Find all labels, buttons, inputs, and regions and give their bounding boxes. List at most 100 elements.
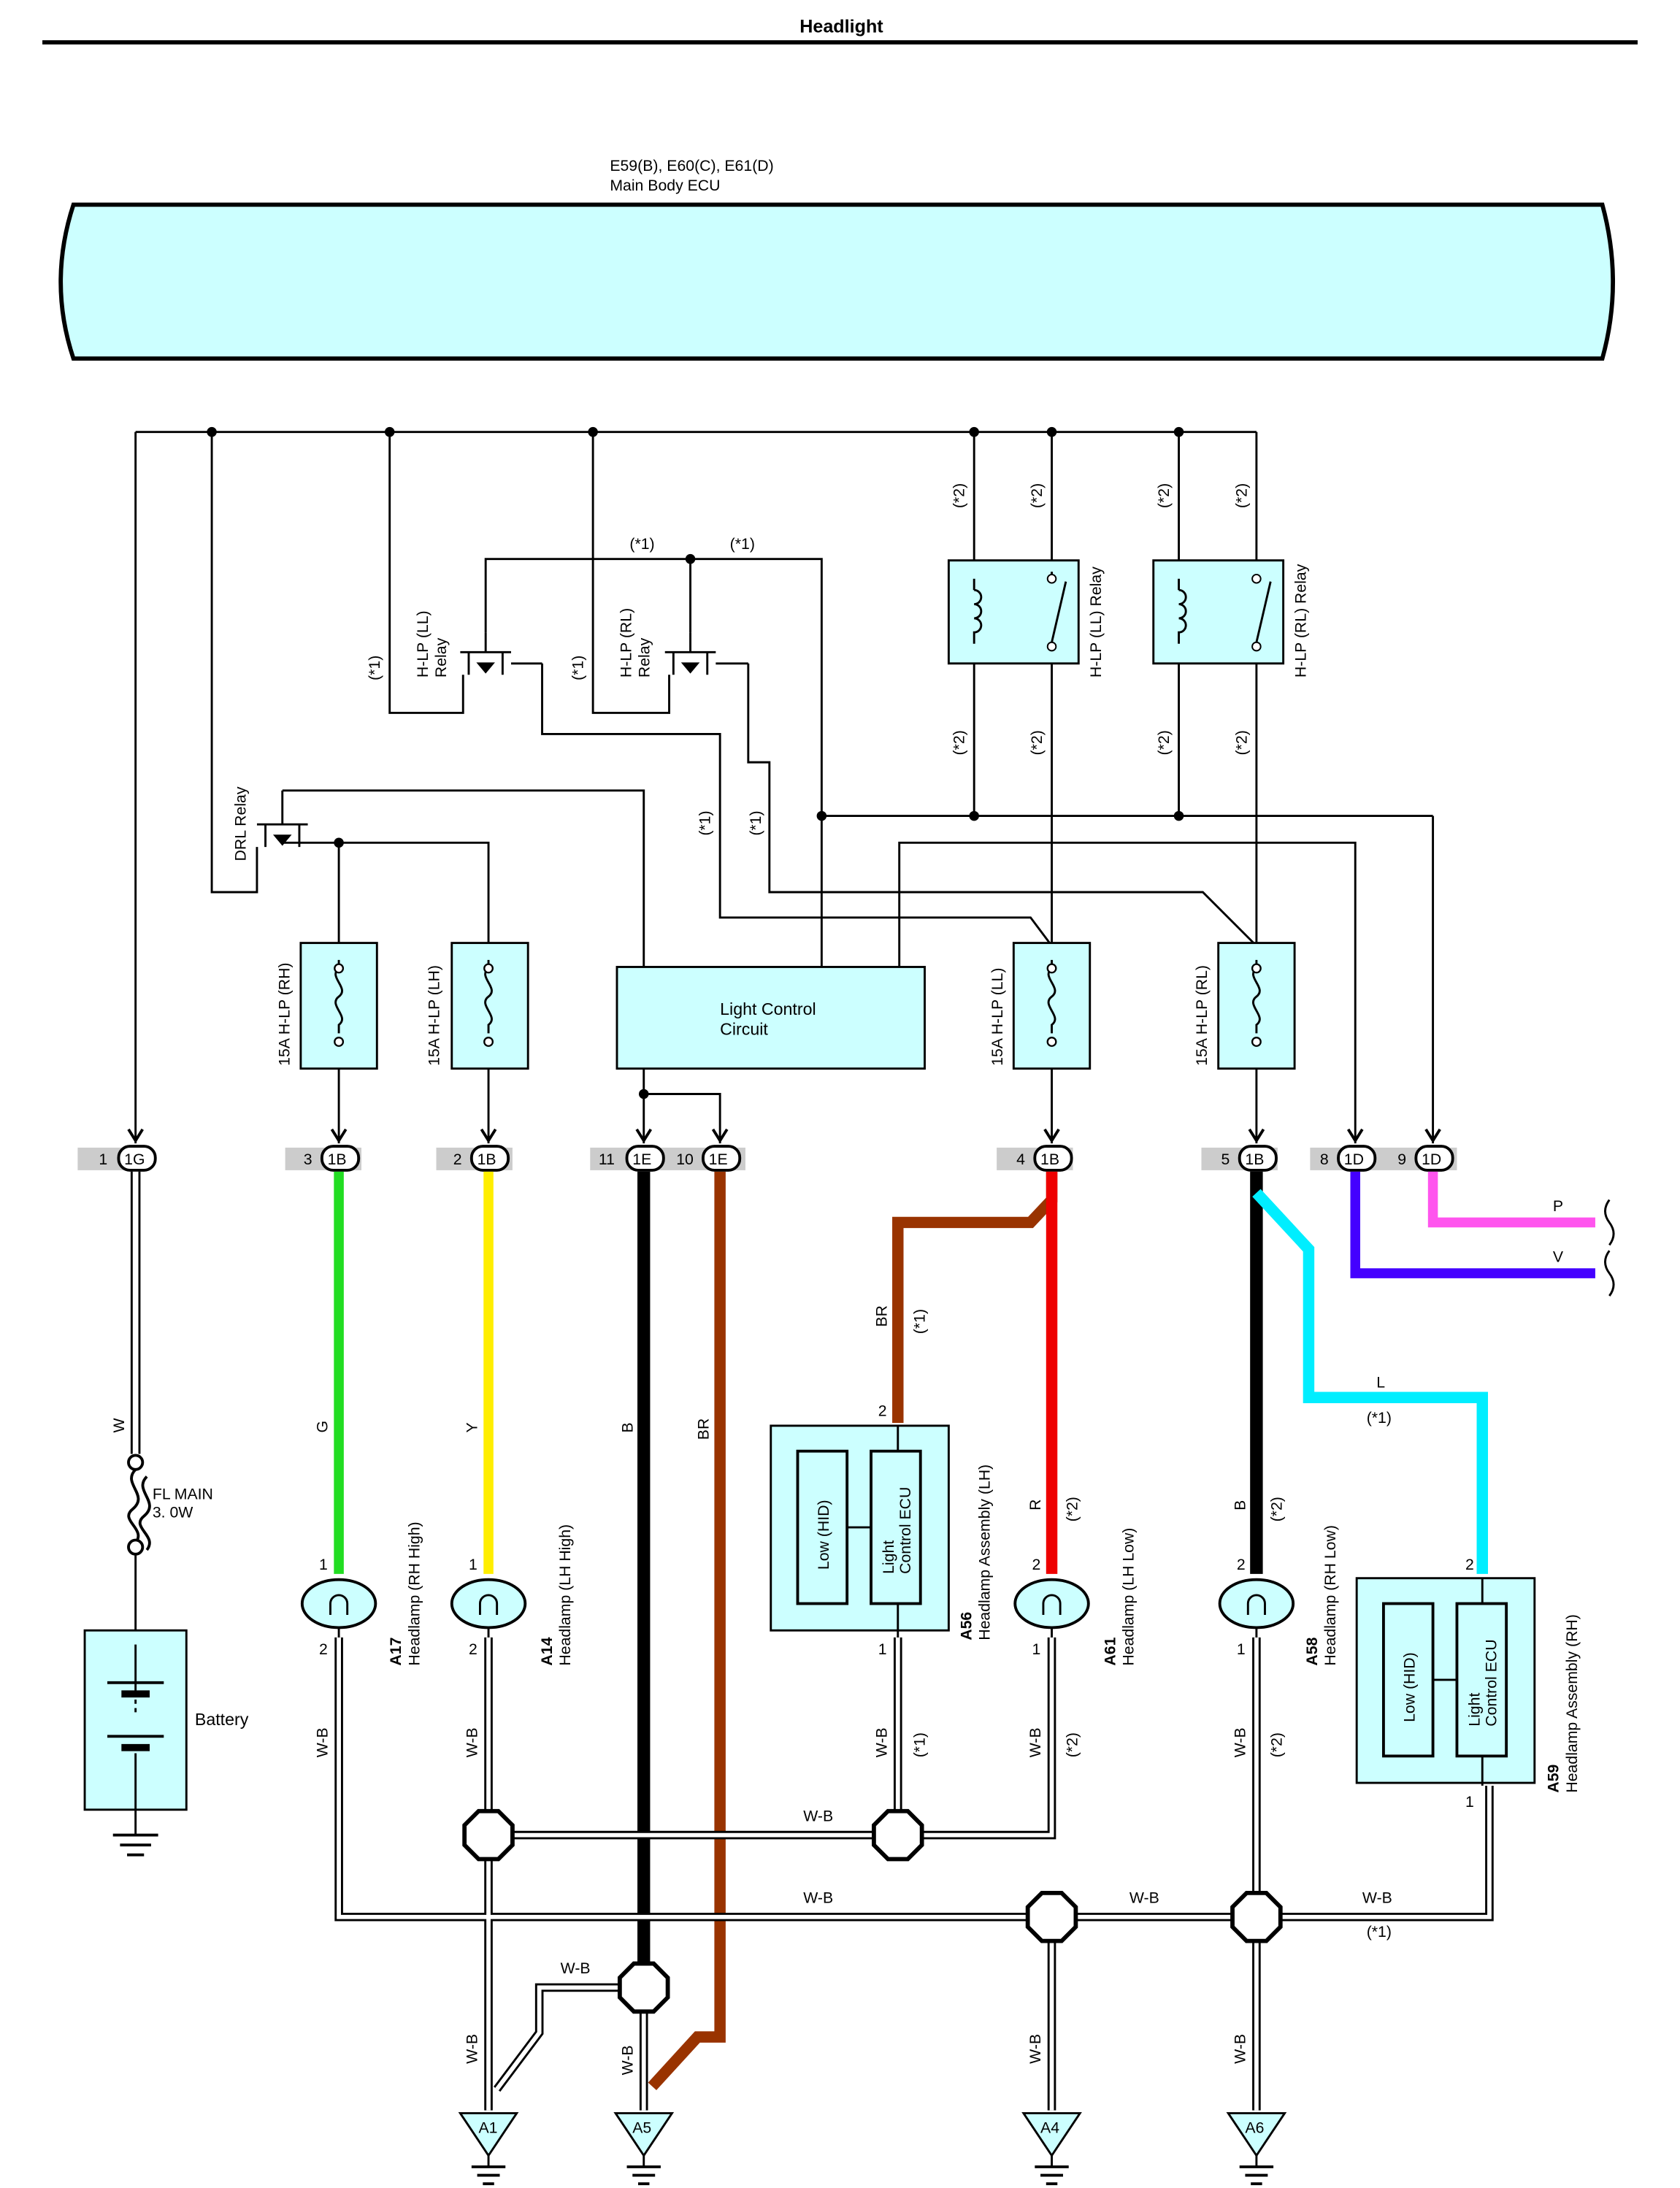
fl-main-label: FL MAIN bbox=[153, 1485, 213, 1502]
pin-label: 2 bbox=[319, 1640, 328, 1658]
wire-label: L bbox=[1376, 1374, 1385, 1392]
pin-label: 1 bbox=[1237, 1640, 1246, 1658]
wire-label: W-B bbox=[464, 1727, 481, 1757]
wire-label: W-B bbox=[872, 1727, 890, 1757]
drl-relay bbox=[256, 790, 308, 848]
component-code: A17 bbox=[387, 1638, 404, 1666]
connector-pin: 4 bbox=[1016, 1151, 1025, 1168]
wire-label: B bbox=[618, 1422, 636, 1432]
light-control-label-1: Light Control bbox=[720, 999, 816, 1018]
fuse-rh-label: 15A H-LP (RH) bbox=[275, 963, 293, 1066]
connector-code: 1E bbox=[632, 1151, 651, 1168]
wire-label: W-B bbox=[561, 1959, 591, 1977]
pin-label: 2 bbox=[1465, 1556, 1474, 1573]
assembly-ecu-label-1: Light bbox=[1465, 1693, 1483, 1727]
note-label: (*2) bbox=[1028, 483, 1046, 508]
ground-label: A4 bbox=[1040, 2119, 1059, 2137]
component-code: A56 bbox=[957, 1612, 975, 1640]
main-body-ecu-box bbox=[58, 202, 1615, 361]
hlp-rl-relay-label-2: Relay bbox=[635, 637, 653, 677]
note-label: (*2) bbox=[1063, 1732, 1081, 1757]
hlp-ll-switch-relay bbox=[460, 632, 542, 675]
hlp-rl-mech-relay bbox=[1152, 559, 1285, 665]
ground-a6 bbox=[1226, 2112, 1287, 2186]
junction-dots bbox=[207, 426, 1184, 1099]
note-label: (*1) bbox=[366, 656, 383, 680]
connector-pin: 2 bbox=[453, 1151, 462, 1168]
assembly-ecu-label-2: Control ECU bbox=[1483, 1639, 1500, 1726]
note-label: (*2) bbox=[951, 483, 968, 508]
note-label: (*2) bbox=[1028, 730, 1046, 755]
connector-code: 1B bbox=[328, 1151, 347, 1168]
wire-label: P bbox=[1553, 1197, 1563, 1215]
component-name: Headlamp (LH Low) bbox=[1120, 1528, 1138, 1666]
wire-label: W-B bbox=[1027, 1727, 1044, 1757]
fuse-terminals bbox=[334, 963, 1262, 1047]
connector-pin: 1 bbox=[99, 1151, 107, 1168]
connector-pills bbox=[117, 1145, 1454, 1172]
hlp-ll-relay-label-2: Relay bbox=[432, 637, 450, 677]
wire-label: W-B bbox=[618, 2045, 636, 2075]
fuse-rl-label: 15A H-LP (RL) bbox=[1193, 965, 1211, 1066]
battery bbox=[83, 1629, 188, 1835]
component-code: A59 bbox=[1545, 1764, 1562, 1792]
wire-label: R bbox=[1027, 1500, 1044, 1511]
note-label: (*2) bbox=[1155, 483, 1173, 508]
hlp-rl-switch-relay bbox=[664, 632, 748, 675]
ecu-codes: E59(B), E60(C), E61(D) bbox=[610, 157, 773, 174]
ground-label: A5 bbox=[632, 2119, 651, 2137]
connector-pin: 10 bbox=[676, 1151, 694, 1168]
assembly-ecu-label-1: Light bbox=[880, 1540, 897, 1574]
connector-arrows bbox=[127, 1128, 1441, 1143]
pin-label: 2 bbox=[1237, 1556, 1246, 1573]
wire-label: G bbox=[314, 1421, 331, 1433]
fl-main-fusible-link bbox=[127, 1454, 151, 1631]
component-name: Headlamp (RH High) bbox=[405, 1521, 423, 1665]
connector-code: 1D bbox=[1344, 1151, 1364, 1168]
component-labels: A17 Headlamp (RH High) A14 Headlamp (LH … bbox=[387, 1465, 1581, 1793]
wire-label: W-B bbox=[1362, 1889, 1392, 1906]
note-label: (*1) bbox=[911, 1309, 929, 1334]
component-name: Headlamp (RH Low) bbox=[1322, 1525, 1339, 1666]
ground-a1 bbox=[458, 2112, 519, 2186]
ground-labels: A1 A5 A4 A6 bbox=[479, 2119, 1265, 2137]
pin-label: 2 bbox=[878, 1402, 887, 1419]
component-name: Headlamp (LH High) bbox=[556, 1524, 574, 1666]
pin-label: 2 bbox=[1032, 1556, 1040, 1573]
fl-main-rating: 3. 0W bbox=[153, 1504, 193, 1521]
component-code: A58 bbox=[1303, 1637, 1321, 1665]
note-label: (*1) bbox=[911, 1732, 929, 1757]
drl-relay-label: DRL Relay bbox=[231, 786, 249, 861]
connector-code: 1B bbox=[477, 1151, 496, 1168]
wire-label: W-B bbox=[1231, 1727, 1249, 1757]
ground-a5 bbox=[613, 2112, 675, 2186]
note-label: (*2) bbox=[1232, 730, 1250, 755]
ground-points bbox=[458, 2112, 1287, 2186]
hlp-ll-mech-relay bbox=[947, 559, 1080, 665]
ground-a4 bbox=[1021, 2112, 1082, 2186]
ecu-name: Main Body ECU bbox=[610, 177, 720, 194]
connector-labels: 1 1G 3 1B 2 1B 11 1E 10 1E 4 1B 5 1B 8 1… bbox=[99, 1151, 1441, 1168]
page-title: Headlight bbox=[799, 16, 883, 37]
wire-label: BR bbox=[872, 1305, 890, 1327]
battery-label: Battery bbox=[195, 1710, 249, 1729]
colored-wires bbox=[130, 1171, 1595, 2091]
pin-labels: 1 2 1 2 2 1 2 1 2 1 2 1 bbox=[319, 1402, 1474, 1811]
component-code: A14 bbox=[538, 1637, 556, 1665]
note-label: (*2) bbox=[1155, 730, 1173, 755]
component-name: Headlamp Assembly (LH) bbox=[975, 1465, 993, 1640]
wire-label: W-B bbox=[464, 2034, 481, 2064]
wire-label: BR bbox=[695, 1419, 713, 1440]
connector-code: 1E bbox=[709, 1151, 728, 1168]
note-label: (*2) bbox=[1268, 1732, 1286, 1757]
connector-pin: 9 bbox=[1397, 1151, 1406, 1168]
note-label: (*1) bbox=[730, 535, 755, 553]
pin-label: 1 bbox=[469, 1556, 477, 1573]
component-code: A61 bbox=[1102, 1637, 1119, 1665]
wire-break-marks bbox=[1604, 1199, 1615, 1297]
note-label: (*2) bbox=[1268, 1497, 1286, 1521]
headlamp-assembly-rh bbox=[1355, 1577, 1536, 1786]
pin-label: 1 bbox=[1465, 1793, 1474, 1811]
pin-label: 1 bbox=[878, 1640, 887, 1658]
headlamp-assembly-lh bbox=[770, 1424, 950, 1638]
